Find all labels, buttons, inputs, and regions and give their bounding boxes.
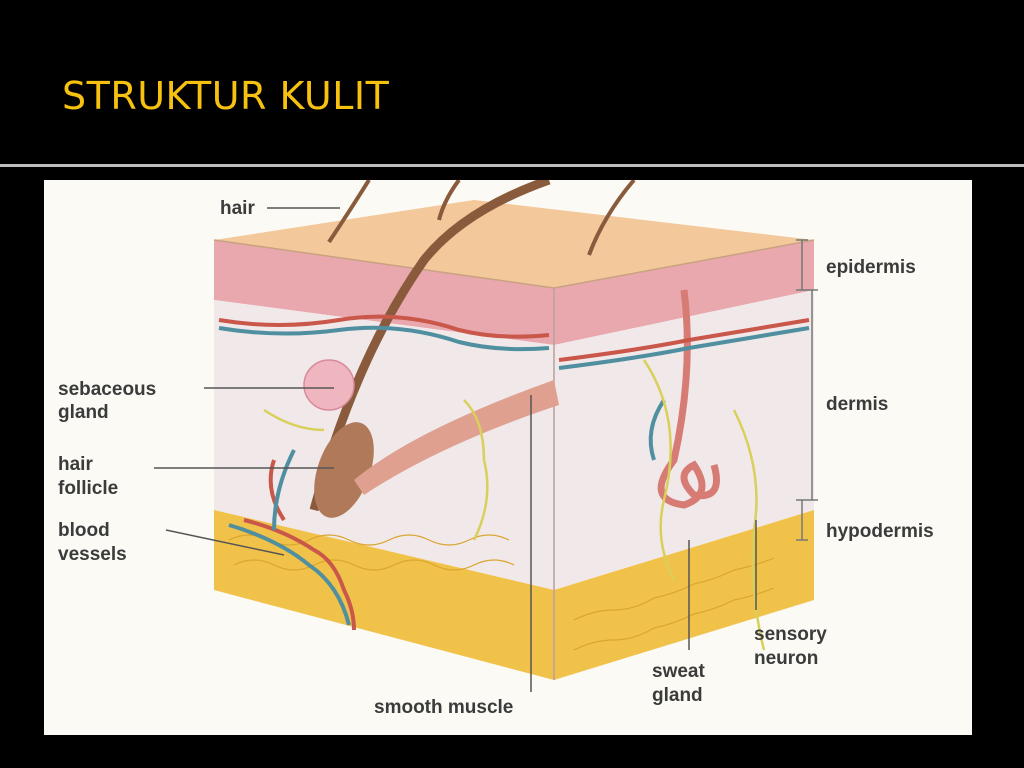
leader-lines xyxy=(154,207,757,692)
label-hair-follicle-2: follicle xyxy=(58,478,118,499)
epidermis-front xyxy=(214,240,554,345)
header-divider xyxy=(0,164,1024,167)
label-sensory-neuron-2: neuron xyxy=(754,648,818,669)
label-hypodermis: hypodermis xyxy=(826,521,934,542)
hypodermis-front xyxy=(214,510,554,680)
label-sweat-gland-1: sweat xyxy=(652,661,705,682)
sweat-gland-coil xyxy=(657,289,720,509)
slide-header: STRUKTUR KULIT xyxy=(0,0,1024,160)
label-hair-follicle-1: hair xyxy=(58,454,93,475)
fat-lobules xyxy=(228,534,775,651)
label-blood-vessels-1: blood xyxy=(58,520,110,541)
layer-brackets xyxy=(796,239,818,541)
label-hair: hair xyxy=(220,198,255,219)
label-sebaceous-1: sebaceous xyxy=(58,379,156,400)
dermis-side xyxy=(554,290,814,590)
skin-diagram-svg: hair sebaceous gland hair follicle blood… xyxy=(58,180,934,718)
skin-surface xyxy=(214,200,814,288)
label-blood-vessels-2: vessels xyxy=(58,544,127,565)
hair-follicle xyxy=(314,422,374,518)
slide-title: STRUKTUR KULIT xyxy=(62,74,390,118)
label-epidermis: epidermis xyxy=(826,257,916,278)
label-smooth-muscle: smooth muscle xyxy=(374,697,513,718)
label-sensory-neuron-1: sensory xyxy=(754,624,827,645)
skin-structure-diagram: hair sebaceous gland hair follicle blood… xyxy=(44,180,972,735)
label-dermis: dermis xyxy=(826,394,888,415)
hypodermis-side xyxy=(554,510,814,680)
label-sweat-gland-2: gland xyxy=(652,685,703,706)
sebaceous-gland xyxy=(303,359,355,411)
arrector-pili-muscle xyxy=(354,380,559,495)
sensory-nerves xyxy=(263,359,766,651)
dermis-front xyxy=(214,300,554,590)
label-sebaceous-2: gland xyxy=(58,402,109,423)
blood-vessels xyxy=(218,314,810,631)
